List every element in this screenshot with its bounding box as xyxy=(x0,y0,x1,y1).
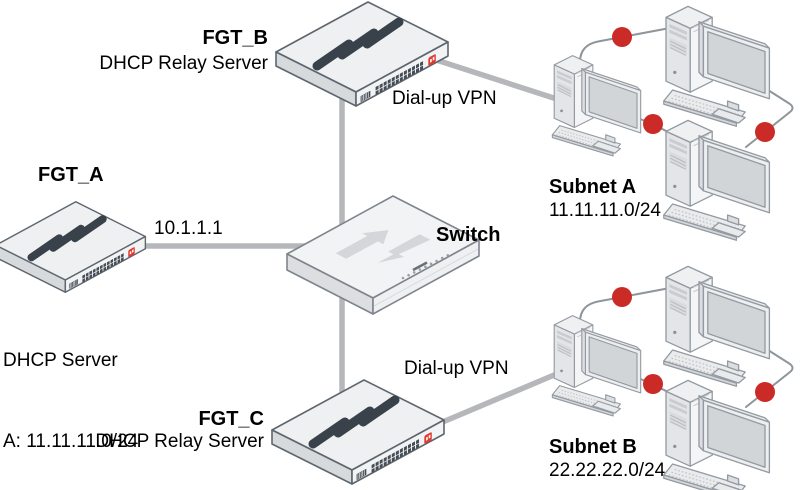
vpn-top-label: Dial-up VPN xyxy=(392,88,497,109)
workstation-icon xyxy=(663,265,771,387)
network-node-dot-icon xyxy=(755,382,775,402)
vpn-bottom-label: Dial-up VPN xyxy=(404,358,509,379)
dhcp-server-info: DHCP Server A: 11.11.11.0/24 B: 22.22.22… xyxy=(3,293,142,490)
subnet-b-cidr-label: 22.22.22.0/24 xyxy=(549,460,666,481)
network-node-dot-icon xyxy=(755,122,775,142)
workstation-icon xyxy=(663,379,771,490)
subnet-a-name-label: Subnet A xyxy=(549,176,637,198)
workstation-icon xyxy=(663,5,771,127)
fgt-c-name-label: FGT_C xyxy=(198,408,264,430)
fgt-a-name-label: FGT_A xyxy=(38,164,104,186)
network-node-dot-icon xyxy=(612,287,632,307)
vpn-link-bottom xyxy=(435,367,569,427)
subnet-b-name-label: Subnet B xyxy=(549,436,637,458)
fgt-b-role-label: DHCP Relay Server xyxy=(99,53,268,74)
dhcp-scope-a: A: 11.11.11.0/24 xyxy=(3,431,139,452)
fgt-c-role-label: DHCP Relay Server xyxy=(95,431,264,452)
network-node-dot-icon xyxy=(643,374,663,394)
network-node-dot-icon xyxy=(612,27,632,47)
vpn-link-top xyxy=(421,53,569,105)
dhcp-server-title: DHCP Server xyxy=(3,350,118,371)
switch-icon xyxy=(285,194,481,316)
node-dots xyxy=(612,27,775,402)
fortigate-fgt-c-icon xyxy=(272,380,444,484)
subnet-a-wire xyxy=(745,89,794,148)
workstation-icon xyxy=(663,119,771,241)
subnet-b-wire xyxy=(745,349,794,408)
fortigate-fgt-a-icon xyxy=(0,202,145,292)
interface-ip-label: 10.1.1.1 xyxy=(154,218,223,239)
subnet-a-cidr-label: 11.11.11.0/24 xyxy=(549,200,661,221)
workstation-icon xyxy=(551,315,642,417)
fgt-b-name-label: FGT_B xyxy=(202,27,268,49)
switch-label: Switch xyxy=(436,224,501,246)
workstation-icon xyxy=(551,55,642,157)
network-node-dot-icon xyxy=(643,114,663,134)
